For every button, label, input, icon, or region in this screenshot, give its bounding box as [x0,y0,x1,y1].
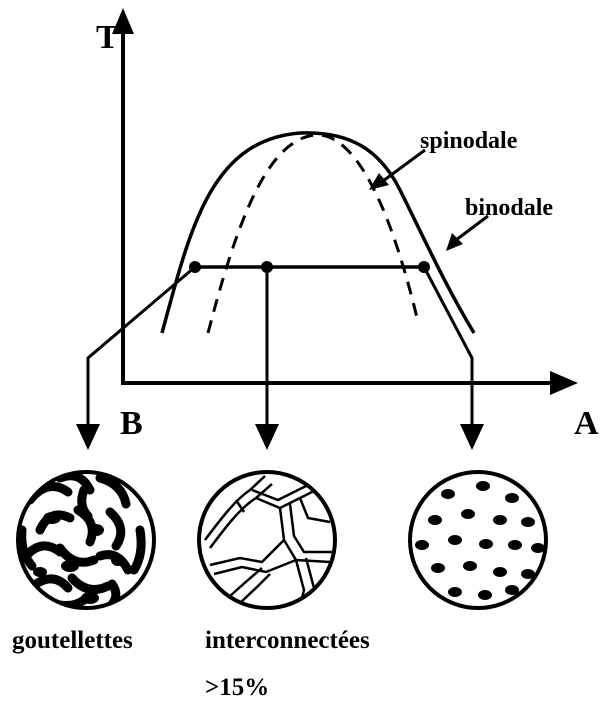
left-leader-arrowhead [76,424,100,450]
x-axis-start-label: B [120,405,143,442]
spinodal-label: spinodale [420,128,518,154]
interconnected-threshold-label: >15% [205,674,269,701]
y-axis-label: T [96,19,119,56]
interconnected-morphology [199,472,335,608]
axes: T B A [96,8,599,442]
dispersed-morphology [410,472,546,608]
spinodal-pointer-arrowhead [369,173,389,190]
left-leader [88,267,195,428]
droplets-label: goutellettes [12,627,133,654]
right-leader-arrowhead [460,424,484,450]
x-axis-arrowhead [550,371,578,395]
binodal-curve [162,133,474,333]
interconnected-label: interconnectées [205,627,370,654]
spinodal-pointer [383,150,425,181]
middle-leader-arrowhead [255,424,279,450]
binodal-label: binodale [465,195,553,221]
droplets-morphology [18,472,154,610]
x-axis-end-label: A [574,405,599,442]
right-leader [424,267,472,428]
spinodal-curve [208,135,418,333]
